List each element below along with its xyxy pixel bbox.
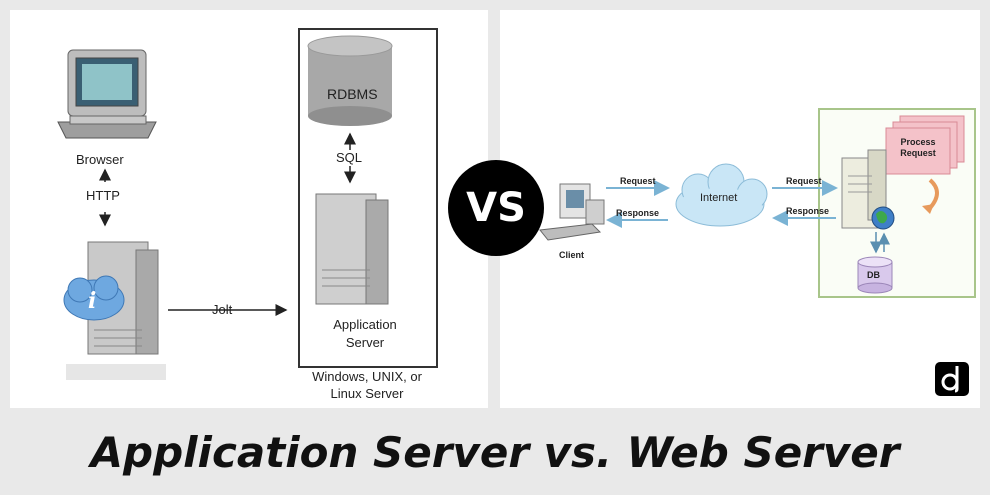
site-logo [935, 362, 969, 396]
application-server-label: Application Server [333, 317, 397, 350]
d-logo-icon [941, 366, 959, 393]
client-computer-icon [539, 183, 605, 241]
refresh-arrow-icon [928, 178, 939, 210]
sql-label: SQL [336, 150, 363, 165]
os-label: Windows, UNIX, or Linux Server [312, 369, 422, 401]
process-request-cards-icon [885, 115, 965, 175]
request-label-2: Request [786, 176, 822, 186]
db-cylinder-icon [857, 256, 893, 294]
rdbms-label: RDBMS [327, 86, 378, 102]
http-label: HTTP [86, 188, 120, 203]
info-glyph: i [88, 288, 97, 314]
internet-label: Internet [700, 192, 738, 204]
app-box-overlay [307, 35, 393, 305]
web-server-tower-icon [841, 149, 887, 229]
browser-label: Browser [76, 152, 124, 167]
response-label-1: Response [616, 208, 660, 218]
response-label-2: Response [786, 206, 830, 216]
db-label: DB [867, 270, 880, 280]
client-label: Client [559, 250, 585, 260]
process-request-label: Process Request [900, 137, 936, 158]
internet-cloud-icon [675, 163, 768, 227]
vs-badge: VS [448, 160, 544, 256]
jolt-label: Jolt [212, 302, 233, 317]
browser-computer-icon [57, 49, 157, 139]
page-title: Application Server vs. Web Server [90, 428, 900, 477]
request-label-1: Request [620, 176, 656, 186]
info-cloud-icon [63, 275, 125, 321]
app-server-diagram-panel: Browser HTTP i Jolt RDBMS SQL Applicatio… [10, 10, 488, 408]
globe-icon [871, 206, 895, 230]
